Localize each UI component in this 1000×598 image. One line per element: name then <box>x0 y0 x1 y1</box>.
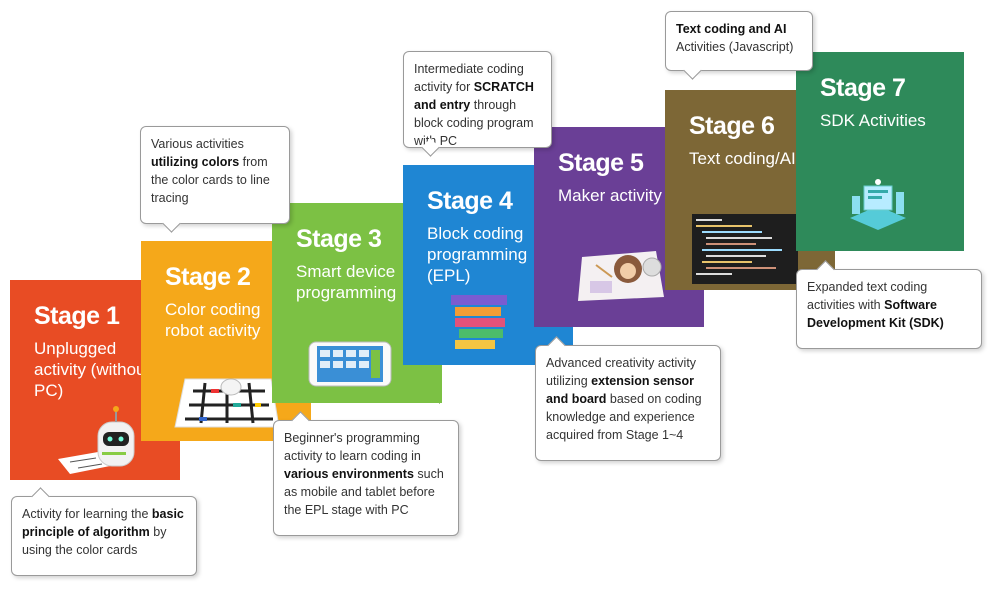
stage-7-card: Stage 7 SDK Activities <box>796 52 964 251</box>
callout-1-text-end: by using the color cards <box>22 525 167 557</box>
callout-7-emphasis: Software Development Kit (SDK) <box>807 298 944 330</box>
stage-5-title: Stage 5 <box>558 149 644 177</box>
stage-7-desc: SDK Activities <box>820 111 926 130</box>
callout-4-emphasis: SCRATCH and entry <box>414 80 534 112</box>
color-grid-icon <box>174 378 280 428</box>
callout-stage-2: Various activities utilizing colors from… <box>140 126 290 233</box>
callout-tail <box>31 487 50 506</box>
callout-3-emphasis: various environments <box>284 467 414 481</box>
callout-2-emphasis: utilizing colors <box>151 155 240 169</box>
stage-5-desc: Maker activity <box>558 186 662 205</box>
sdk-icon <box>850 179 906 230</box>
blocks-icon <box>451 295 507 349</box>
robot-icon <box>58 406 135 474</box>
stage-7-title: Stage 7 <box>820 74 906 102</box>
callout-tail <box>162 214 181 233</box>
callout-stage-5: Advanced creativity activity utilizing e… <box>535 336 721 461</box>
stage-6-title: Stage 6 <box>689 112 775 140</box>
callout-7-text: Expanded text coding activities with <box>807 280 928 312</box>
callout-2-text-end: from the color cards to line tracing <box>151 155 270 205</box>
callout-3-text: Beginner's programming activity to learn… <box>284 431 421 463</box>
maker-icon <box>578 251 664 301</box>
stage-1-title: Stage 1 <box>34 302 120 330</box>
callout-stage-3: Beginner's programming activity to learn… <box>273 411 459 536</box>
stage-3-title: Stage 3 <box>296 225 382 253</box>
stage-1-desc: Unplugged activity (without PC) <box>34 339 151 400</box>
callout-stage-4: Intermediate coding activity for SCRATCH… <box>403 51 552 157</box>
callout-5-text: Advanced creativity activity utilizing <box>546 356 697 388</box>
callout-6-text-end: Activities (Javascript) <box>676 40 794 54</box>
callout-4-text-end: through block coding program with PC <box>414 98 534 148</box>
callout-stage-6: Text coding and AI Activities (Javascrip… <box>665 11 813 80</box>
callout-3-text-end: such as mobile and tablet before the EPL… <box>284 467 444 517</box>
callout-stage-1: Activity for learning the basic principl… <box>11 487 197 576</box>
stage-6-desc: Text coding/AI <box>689 149 796 168</box>
callout-2-text: Various activities <box>151 137 244 151</box>
stage-4-title: Stage 4 <box>427 187 513 215</box>
callout-1-emphasis: basic principle of algorithm <box>22 507 184 539</box>
tablet-icon <box>308 341 392 387</box>
callout-6-emphasis: Text coding and AI <box>676 22 787 36</box>
callout-4-text: Intermediate coding activity for <box>414 62 524 94</box>
callout-stage-7: Expanded text coding activities with Sof… <box>796 260 982 349</box>
stage-4-desc: Block coding programming (EPL) <box>427 224 528 285</box>
stage-2-title: Stage 2 <box>165 263 251 291</box>
callout-5-emphasis: extension sensor and board <box>546 374 694 406</box>
callout-5-text-end: based on coding knowledge and experience… <box>546 392 702 442</box>
stage-3-desc: Smart device programming <box>296 262 397 302</box>
stage-2-desc: Color coding robot activity <box>165 300 261 340</box>
callout-1-text: Activity for learning the <box>22 507 152 521</box>
code-screen-icon <box>692 214 798 284</box>
callout-tail <box>683 61 702 80</box>
